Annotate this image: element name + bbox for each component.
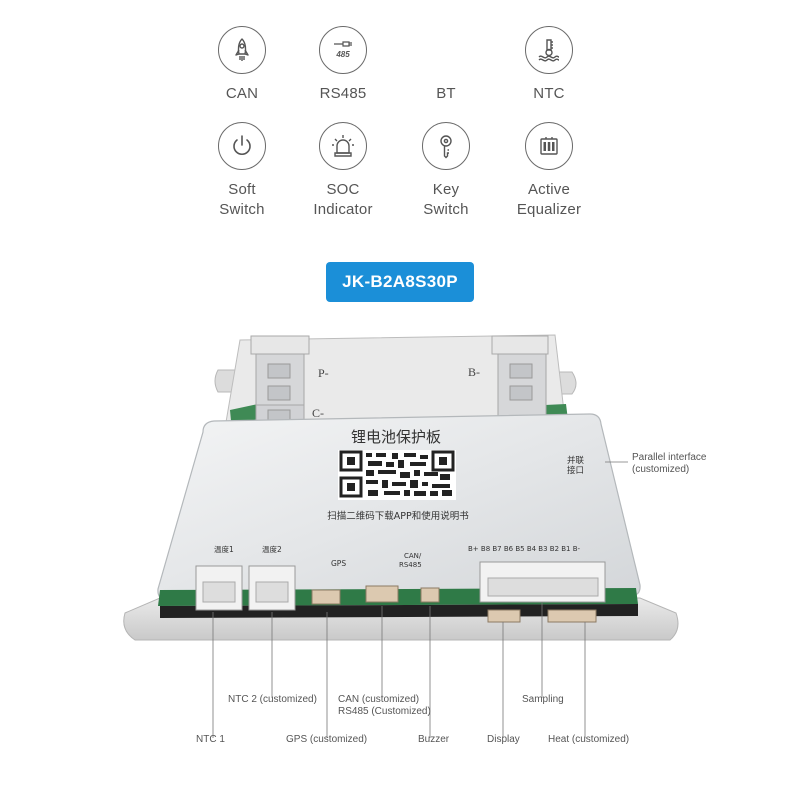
sampling-pins-label: B+ B8 B7 B6 B5 B4 B3 B2 B1 B- (468, 545, 581, 553)
gps-port-label: GPS (331, 559, 346, 568)
display-connector (487, 609, 521, 623)
terminal-b-block (497, 353, 547, 417)
can-port-label-2: RS485 (399, 561, 422, 569)
feature-rs485: 485 RS485 (283, 26, 403, 104)
feature-bt: BT (386, 26, 506, 104)
feature-label-key-2: Switch (423, 201, 469, 218)
can-connector (365, 585, 399, 603)
terminal-cap-right (491, 335, 549, 355)
feature-label-can: CAN (225, 85, 259, 102)
callout-can-2: RS485 (Customized) (338, 706, 431, 717)
heat-connector (547, 609, 597, 623)
feature-soc-indicator: SOC Indicator (283, 122, 403, 220)
rs485-icon-text: 485 (335, 50, 350, 59)
feature-label-soc-1: SOC (326, 181, 360, 198)
alarm-light-icon (319, 122, 367, 170)
sampling-socket (487, 577, 599, 597)
feature-ntc: NTC (489, 26, 609, 104)
cover-title: 锂电池保护板 (351, 428, 441, 446)
ntc1-port-label: 温度1 (214, 544, 234, 554)
parallel-port-label-1: 并联 (567, 455, 585, 466)
feature-label-ntc: NTC (533, 85, 565, 102)
ntc2-port-label: 温度2 (262, 544, 282, 554)
callout-display: Display (487, 734, 520, 745)
terminal-cap-left (250, 335, 310, 355)
callout-can-1: CAN (customized) (338, 694, 420, 705)
ntc1-socket (202, 581, 236, 603)
feature-soft-switch: Soft Switch (182, 122, 302, 220)
model-badge: JK-B2A8S30P (326, 262, 474, 302)
terminal-screw-2 (267, 385, 291, 401)
terminal-p-label: P- (318, 366, 329, 380)
gps-connector (311, 589, 341, 605)
battery-icon (525, 122, 573, 170)
feature-label-key-1: Key (432, 181, 460, 198)
callout-gps: GPS (customized) (286, 734, 368, 745)
feature-label-soft-1: Soft (228, 181, 256, 198)
terminal-screw-3 (509, 363, 533, 379)
callout-parallel-1: Parallel interface (632, 452, 707, 463)
thermometer-icon (525, 26, 573, 74)
feature-can: CAN (182, 26, 302, 104)
buzzer-connector (420, 587, 440, 603)
qr-code (338, 450, 456, 500)
bluetooth-icon (422, 26, 470, 74)
callout-parallel-2: (customized) (632, 464, 690, 475)
cover-subtitle: 扫描二维码下载APP和使用说明书 (327, 510, 469, 522)
ntc2-socket (255, 581, 289, 603)
power-icon (218, 122, 266, 170)
callout-ntc2: NTC 2 (customized) (228, 694, 317, 705)
feature-label-bt: BT (436, 85, 456, 102)
feature-label-eq-1: Active (527, 181, 571, 198)
callout-lines (212, 461, 628, 738)
rocket-icon (218, 26, 266, 74)
callout-can: CAN (customized) RS485 (Customized) (338, 694, 431, 718)
callout-buzzer: Buzzer (418, 734, 450, 745)
feature-label-soc-2: Indicator (313, 201, 373, 218)
terminal-c-label: C- (312, 406, 324, 420)
feature-label-eq-2: Equalizer (516, 201, 582, 218)
callout-sampling: Sampling (522, 694, 564, 705)
feature-key-switch: Key Switch (386, 122, 506, 220)
key-icon (422, 122, 470, 170)
rs485-icon: 485 (319, 26, 367, 74)
callout-ntc1: NTC 1 (196, 734, 225, 745)
feature-label-rs485: RS485 (319, 85, 367, 102)
feature-label-soft-2: Switch (219, 201, 265, 218)
parallel-port-label-2: 接口 (567, 465, 584, 476)
callout-parallel: Parallel interface (customized) (632, 452, 706, 476)
terminal-screw-4 (509, 385, 533, 401)
terminal-b-label: B- (468, 365, 480, 379)
terminal-screw-1 (267, 363, 291, 379)
feature-active-equalizer: Active Equalizer (489, 122, 609, 220)
callout-heat: Heat (customized) (548, 734, 630, 745)
can-port-label-1: CAN/ (404, 552, 422, 560)
